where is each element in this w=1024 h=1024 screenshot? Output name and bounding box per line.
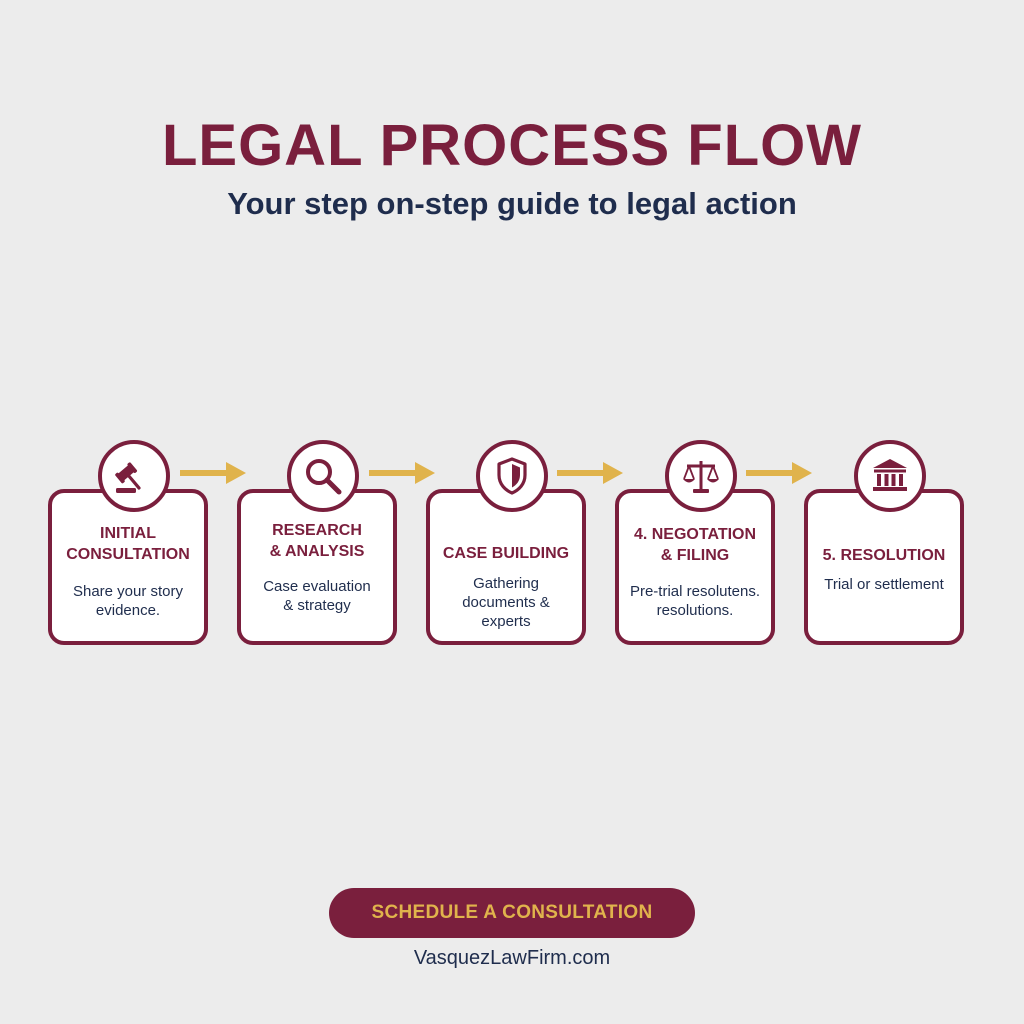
page-subtitle: Your step on-step guide to legal action bbox=[227, 186, 797, 221]
step-card-negotiation-filing: 4. NEGOTATION & FILING Pre-trial resolut… bbox=[615, 489, 775, 645]
schedule-consultation-button[interactable]: SCHEDULE A CONSULTATION bbox=[329, 888, 695, 938]
step-description: Case evaluation & strategy bbox=[263, 578, 371, 614]
courthouse-icon bbox=[854, 440, 926, 512]
step-title: 4. NEGOTATION & FILING bbox=[633, 526, 757, 564]
step-title: CASE BUILDING bbox=[442, 545, 570, 562]
shield-icon bbox=[476, 440, 548, 512]
gavel-icon bbox=[98, 440, 170, 512]
arrow-right-icon bbox=[369, 462, 435, 484]
step-description: Share your story evidence. bbox=[72, 583, 184, 619]
magnifying-glass-icon bbox=[287, 440, 359, 512]
step-card-case-building: CASE BUILDING Gathering documents & expe… bbox=[426, 489, 586, 645]
step-title: 5. RESOLUTION bbox=[822, 547, 946, 564]
step-description: Pre-trial resolutens. resolutions. bbox=[629, 583, 761, 619]
step-description: Trial or settlement bbox=[824, 576, 944, 593]
arrow-right-icon bbox=[180, 462, 246, 484]
step-description: Gathering documents & experts bbox=[462, 575, 550, 630]
page-title: LEGAL PROCESS FLOW bbox=[161, 113, 863, 178]
step-card-initial-consultation: INITIAL CONSULTATION Share your story ev… bbox=[48, 489, 208, 645]
website-link[interactable]: VasquezLawFirm.com bbox=[413, 947, 611, 969]
step-title: INITIAL CONSULTATION bbox=[66, 525, 190, 563]
step-title: RESEARCH & ANALYSIS bbox=[269, 522, 365, 560]
arrow-right-icon bbox=[746, 462, 812, 484]
step-card-research-analysis: RESEARCH & ANALYSIS Case evaluation & st… bbox=[237, 489, 397, 645]
scales-icon bbox=[665, 440, 737, 512]
step-card-resolution: 5. RESOLUTION Trial or settlement bbox=[804, 489, 964, 645]
arrow-right-icon bbox=[557, 462, 623, 484]
